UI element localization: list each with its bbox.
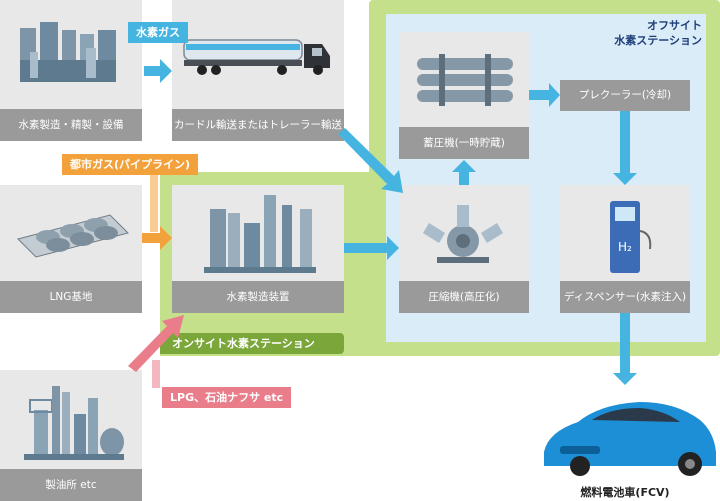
- arrow-dispenser-car: [613, 313, 637, 385]
- offsite-label-line2: 水素ステーション: [614, 34, 702, 47]
- node-transport-label: カードル輸送またはトレーラー輸送: [172, 109, 344, 141]
- arrow-storage-precooler: [529, 83, 560, 107]
- node-dispenser: H₂ ディスペンサー(水素注入): [560, 185, 690, 313]
- refinery-icon: [24, 386, 124, 460]
- node-precooler: プレクーラー(冷却): [560, 80, 690, 111]
- node-refinery-label: 製油所 etc: [0, 469, 142, 501]
- node-reformer-label: 水素製造装置: [172, 281, 344, 313]
- arrow-precooler-dispenser: [613, 111, 637, 185]
- node-lng-label: LNG基地: [0, 281, 142, 313]
- compressor-icon: [423, 205, 503, 263]
- reformer-plant-icon: [204, 195, 316, 273]
- arrow-reformer-compressor: [344, 236, 399, 260]
- node-precooler-label: プレクーラー(冷却): [560, 80, 690, 111]
- node-storage-label: 蓄圧機(一時貯蔵): [399, 127, 529, 159]
- node-production-label: 水素製造・精製・設備: [0, 109, 142, 141]
- offsite-label-line1: オフサイト: [647, 19, 702, 32]
- node-transport: カードル輸送またはトレーラー輸送: [172, 0, 344, 141]
- node-production: 水素製造・精製・設備: [0, 0, 142, 141]
- tank-trailer-icon: [183, 39, 330, 75]
- arrow-compressor-storage: [452, 160, 476, 185]
- arrow-transport-compressor: [338, 128, 403, 193]
- dispenser-icon: H₂: [610, 201, 652, 273]
- offsite-station-label: オフサイト 水素ステーション: [596, 18, 702, 54]
- arrow-lng-reformer: [142, 226, 172, 250]
- node-dispenser-label: ディスペンサー(水素注入): [560, 281, 690, 313]
- node-compressor: 圧縮機(高圧化): [399, 185, 529, 313]
- node-storage: 蓄圧機(一時貯蔵): [399, 32, 529, 159]
- lng-tanks-icon: [17, 214, 129, 258]
- node-compressor-label: 圧縮機(高圧化): [399, 281, 529, 313]
- node-lng: LNG基地: [0, 185, 142, 313]
- city-gas-connector: [150, 175, 158, 232]
- tag-hydrogen-gas: 水素ガス: [128, 22, 188, 43]
- dispenser-h2-glyph: H₂: [618, 240, 632, 254]
- node-fcv-label: 燃料電池車(FCV): [580, 486, 670, 499]
- tag-lpg: LPG、石油ナフサ etc: [162, 387, 292, 408]
- arrow-refinery-reformer: [128, 315, 184, 372]
- node-refinery: 製油所 etc: [0, 370, 142, 501]
- lpg-connector: [152, 360, 160, 388]
- hydrogen-plant-icon: [20, 22, 116, 82]
- onsite-station-label: オンサイト水素ステーション: [160, 333, 344, 354]
- arrow-production-transport: [144, 59, 172, 83]
- node-reformer: 水素製造装置: [172, 185, 344, 313]
- accumulator-cylinders-icon: [417, 54, 513, 106]
- tag-city-gas: 都市ガス(パイプライン): [62, 154, 199, 175]
